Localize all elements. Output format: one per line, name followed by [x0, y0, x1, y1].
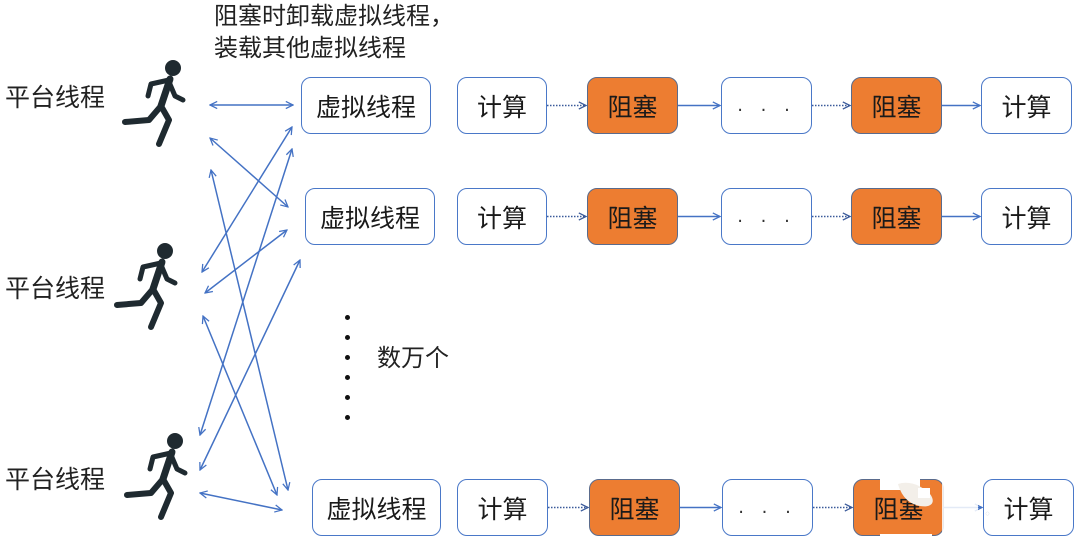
mapping-arrow — [205, 230, 287, 293]
running-person-icon — [122, 60, 186, 147]
running-person-icon — [124, 433, 188, 520]
ellipsis-dot — [345, 375, 350, 380]
row-2-compute-box: 计算 — [981, 188, 1072, 245]
block-label: 阻塞 — [871, 92, 922, 122]
ellipsis-label: . . . — [738, 497, 797, 518]
block-label: 阻塞 — [607, 203, 658, 233]
row-3-compute-box: 计算 — [983, 479, 1074, 536]
block-label: 阻塞 — [609, 494, 660, 524]
ellipsis-dot — [345, 355, 350, 360]
virtual-label: 虚拟线程 — [315, 92, 416, 122]
row-3-compute-box: 计算 — [457, 479, 548, 536]
block-label: 阻塞 — [871, 203, 922, 233]
row-2-compute-box: 计算 — [457, 188, 547, 245]
ellipsis-label: . . . — [737, 95, 796, 116]
compute-label: 计算 — [1001, 92, 1052, 122]
compute-label: 计算 — [476, 92, 527, 122]
ellipsis-label: . . . — [737, 206, 796, 227]
caption: 阻塞时卸载虚拟线程， 装载其他虚拟线程 — [214, 0, 454, 64]
mapping-arrow — [211, 170, 288, 490]
row-3-block-box: 阻塞 — [589, 479, 680, 536]
row-3-ellipsis-box: . . . — [722, 479, 813, 536]
row-2-ellipsis-box: . . . — [721, 188, 812, 245]
virtual-thread-count-label: 数万个 — [377, 344, 449, 372]
virtual-label: 虚拟线程 — [326, 494, 427, 524]
row-1-block-box: 阻塞 — [851, 77, 942, 134]
row-2-virtual-box: 虚拟线程 — [305, 188, 435, 245]
block-label: 阻塞 — [607, 92, 658, 122]
row-1-compute-box: 计算 — [981, 77, 1072, 134]
mapping-arrow — [200, 493, 282, 510]
platform-thread-label-2: 平台线程 — [5, 274, 106, 303]
compute-label: 计算 — [476, 203, 527, 233]
mapping-arrow — [200, 149, 292, 435]
virtual-label: 虚拟线程 — [319, 203, 420, 233]
mapping-arrow — [203, 316, 277, 495]
watermark-overlay: ◦ — [880, 478, 991, 546]
svg-text:◦: ◦ — [984, 507, 991, 521]
caption-line-1: 阻塞时卸载虚拟线程， — [214, 2, 454, 30]
ellipsis-dot — [345, 395, 350, 400]
compute-label: 计算 — [1003, 494, 1054, 524]
row-3-virtual-box: 虚拟线程 — [312, 479, 441, 536]
compute-label: 计算 — [1001, 203, 1052, 233]
row-1-virtual-box: 虚拟线程 — [301, 77, 431, 134]
mapping-arrow — [200, 260, 300, 470]
platform-thread-label-1: 平台线程 — [5, 83, 106, 112]
row-1-block-box: 阻塞 — [587, 77, 678, 134]
row-2-block-box: 阻塞 — [851, 188, 942, 245]
ellipsis-dot — [345, 415, 350, 420]
row-1-ellipsis-box: . . . — [721, 77, 812, 134]
row-1-compute-box: 计算 — [457, 77, 547, 134]
row-2-block-box: 阻塞 — [587, 188, 678, 245]
platform-thread-label-3: 平台线程 — [5, 465, 106, 494]
caption-line-2: 装载其他虚拟线程 — [214, 34, 406, 62]
running-person-icon — [114, 243, 178, 330]
compute-label: 计算 — [477, 494, 528, 524]
ellipsis-dot — [345, 335, 350, 340]
ellipsis-dot — [345, 315, 350, 320]
